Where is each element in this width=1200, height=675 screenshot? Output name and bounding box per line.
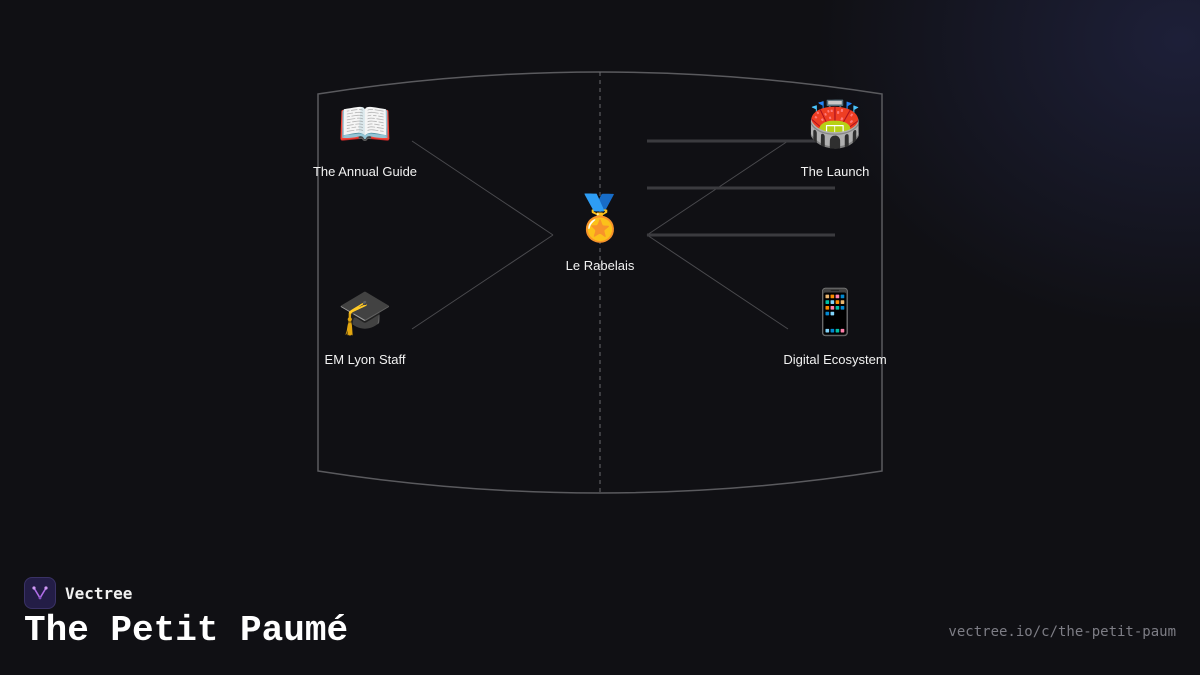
diagram-frame <box>317 71 883 494</box>
node-label: The Launch <box>800 164 870 179</box>
open-book-icon: 📖 <box>337 99 393 150</box>
node-label: The Annual Guide <box>312 164 418 179</box>
node-the-launch[interactable]: 🏟️ The Launch <box>745 98 925 179</box>
brand-name: Vectree <box>65 583 133 603</box>
stadium-icon: 🏟️ <box>807 99 863 150</box>
node-em-lyon-staff[interactable]: 🎓 EM Lyon Staff <box>275 286 455 367</box>
node-annual-guide[interactable]: 📖 The Annual Guide <box>275 98 455 179</box>
page-title: The Petit Paumé <box>24 610 349 651</box>
connector-annual-guide <box>411 140 554 236</box>
mobile-phone-icon: 📱 <box>807 287 863 338</box>
sports-medal-icon: 🏅 <box>572 193 628 244</box>
node-label: Le Rabelais <box>565 258 635 273</box>
page-url[interactable]: vectree.io/c/the-petit-paum <box>948 624 1176 640</box>
connector-em-lyon-staff <box>411 234 554 330</box>
connector-digital-ecosystem <box>646 234 789 330</box>
vectree-logo-icon <box>24 577 56 609</box>
node-le-rabelais[interactable]: 🏅 Le Rabelais <box>510 192 690 273</box>
node-label: EM Lyon Staff <box>324 352 406 367</box>
node-digital-ecosystem[interactable]: 📱 Digital Ecosystem <box>745 286 925 367</box>
node-label: Digital Ecosystem <box>783 352 887 367</box>
brand[interactable]: Vectree <box>24 577 132 609</box>
graduation-cap-icon: 🎓 <box>337 287 393 338</box>
